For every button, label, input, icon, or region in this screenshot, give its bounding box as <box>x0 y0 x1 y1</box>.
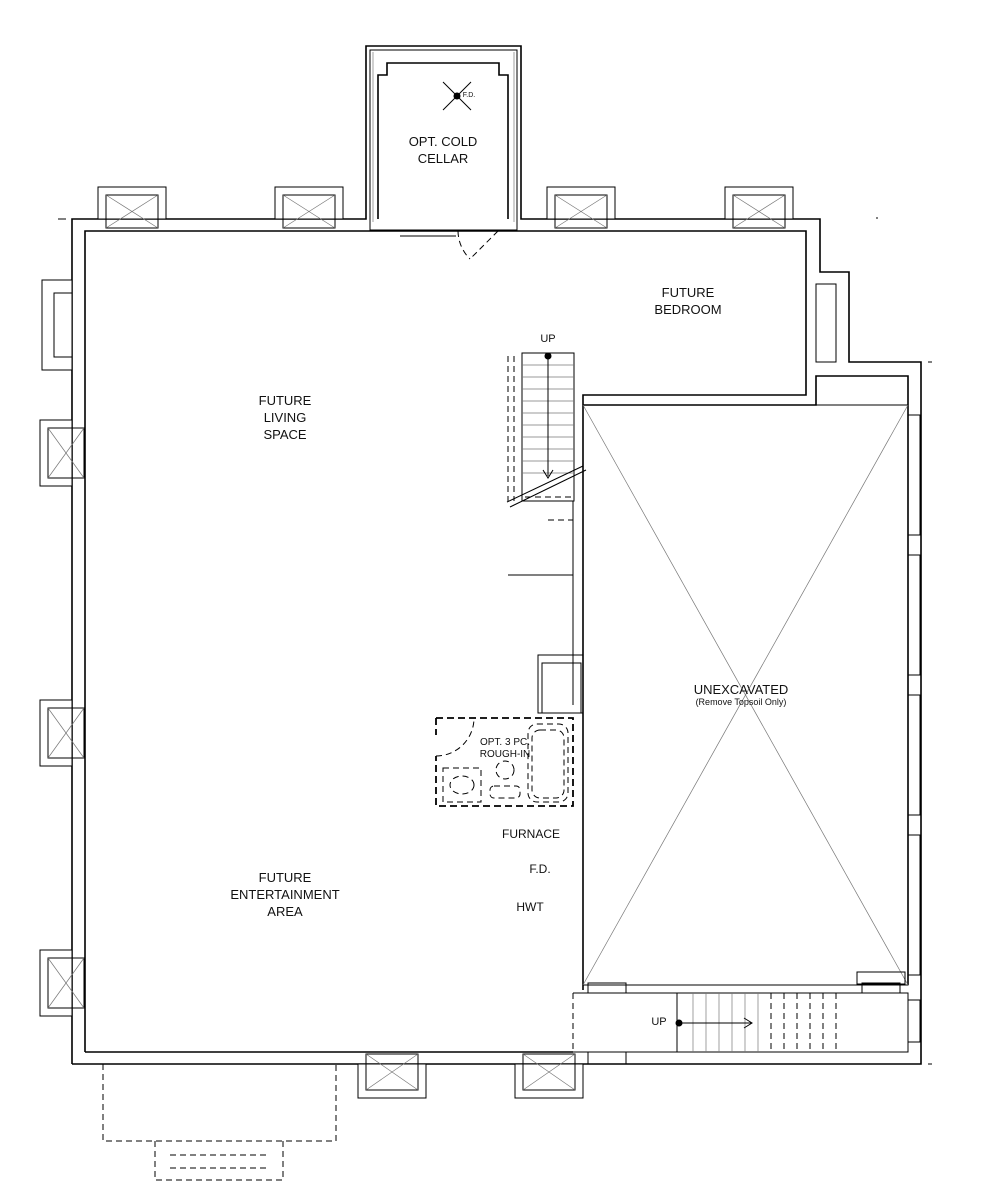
window-right-bedroom <box>815 283 837 363</box>
wall-box <box>537 654 584 714</box>
future-entertainment-label: FUTURE ENTERTAINMENT AREA <box>230 870 340 919</box>
cold-cellar-walls <box>369 49 518 231</box>
unexcavated-note: (Remove Topsoil Only) <box>695 697 787 707</box>
lower-stair-up-label: UP <box>651 1016 667 1028</box>
window-left-1 <box>41 279 73 371</box>
window-well-top-2 <box>274 186 344 229</box>
unexcavated-label: UNEXCAVATED <box>693 682 789 697</box>
window-well-bottom-1 <box>357 1053 427 1099</box>
future-living-label: FUTURE LIVING SPACE <box>258 393 312 442</box>
cold-cellar-label: OPT. COLD CELLAR <box>408 134 478 166</box>
window-well-bottom-2 <box>514 1053 584 1099</box>
main-stair <box>506 352 587 705</box>
window-well-left-4 <box>39 949 85 1017</box>
rough-in-bathroom <box>435 717 574 807</box>
window-well-top-4 <box>724 186 794 229</box>
furnace-label: FURNACE <box>501 827 560 841</box>
exterior-wall <box>71 45 922 1065</box>
window-well-left-3 <box>39 699 85 767</box>
window-well-left-2 <box>39 419 85 487</box>
cold-cellar-door <box>400 230 499 260</box>
dimension-ticks <box>58 217 932 1065</box>
rough-in-label: OPT. 3 PC. ROUGH-IN <box>479 737 531 760</box>
floor-drain-label: F.D. <box>529 862 551 876</box>
porch-outline <box>102 1064 337 1181</box>
garage-step-area <box>572 982 909 1065</box>
hwt-label: HWT <box>516 900 544 914</box>
unexcavated-area <box>582 375 921 1043</box>
floor-drain-icon <box>442 81 472 111</box>
upper-stair-up-label: UP <box>540 333 556 345</box>
future-bedroom-label: FUTURE BEDROOM <box>654 285 722 317</box>
cold-cellar-fd-label: F.D. <box>462 92 476 99</box>
lower-stair <box>675 993 837 1052</box>
window-well-top-3 <box>546 186 616 229</box>
window-well-top-1 <box>97 186 167 229</box>
